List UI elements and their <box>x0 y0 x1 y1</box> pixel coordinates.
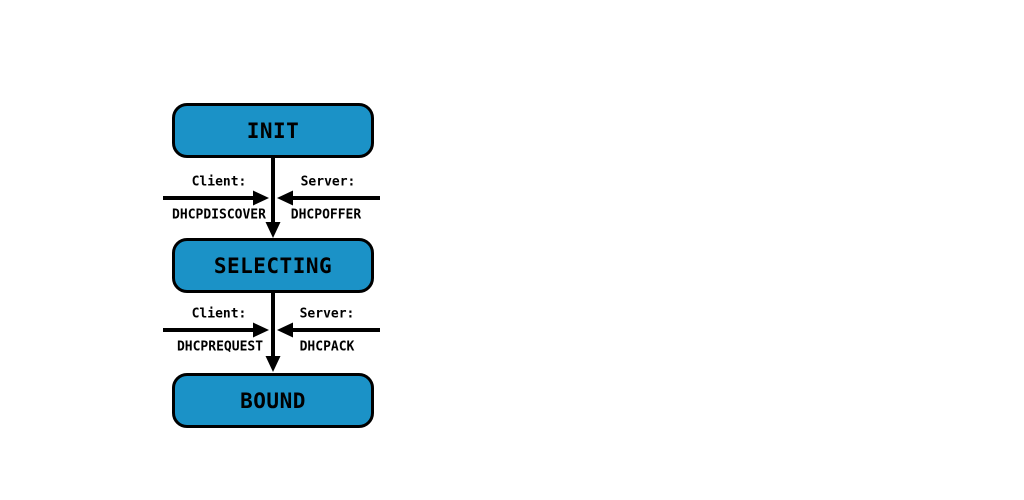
right-arrowhead-icon <box>253 190 269 206</box>
transition-1-client-role-label: Client: <box>191 174 247 190</box>
arrow-init-to-selecting <box>265 157 281 238</box>
left-arrowhead-icon <box>277 190 293 206</box>
down-arrowhead-icon <box>265 222 281 238</box>
state-selecting: SELECTING <box>172 238 374 293</box>
transition-1-server-message: DHCPOFFER <box>290 207 362 223</box>
transition-2-server-message: DHCPACK <box>299 339 355 355</box>
transition-2-server-role-label: Server: <box>299 306 355 322</box>
right-arrowhead-icon <box>253 322 269 338</box>
client-message-arrow-2 <box>163 322 269 338</box>
client-message-arrow-1 <box>163 190 269 206</box>
transition-2-client-role-label: Client: <box>191 306 247 322</box>
server-message-arrow-1 <box>277 190 380 206</box>
transition-1-client-message: DHCPDISCOVER <box>172 207 266 223</box>
transition-1-server-role-label: Server: <box>300 174 356 190</box>
down-arrowhead-icon <box>265 356 281 372</box>
left-arrowhead-icon <box>277 322 293 338</box>
transition-2-client-message: DHCPREQUEST <box>176 339 264 355</box>
server-message-arrow-2 <box>277 322 380 338</box>
state-bound-label: BOUND <box>240 388 306 413</box>
state-init: INIT <box>172 103 374 158</box>
state-bound: BOUND <box>172 373 374 428</box>
arrow-selecting-to-bound <box>265 292 281 372</box>
state-selecting-label: SELECTING <box>213 253 333 278</box>
state-init-label: INIT <box>246 118 300 143</box>
